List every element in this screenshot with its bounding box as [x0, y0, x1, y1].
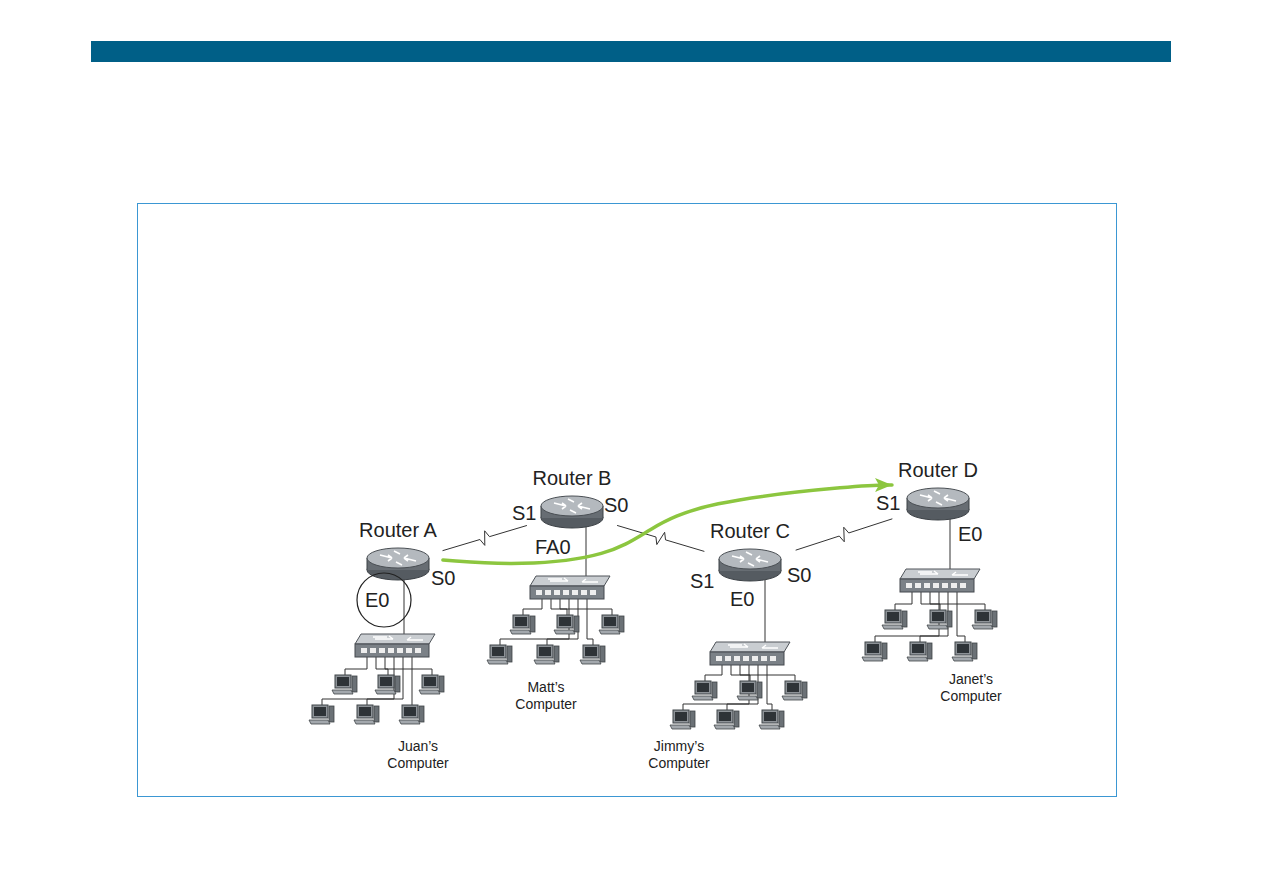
interface-label: S1 [876, 491, 900, 515]
computer-icon [375, 675, 400, 694]
computer-icon [332, 675, 357, 694]
interface-label: E0 [365, 588, 389, 612]
switch-icon [355, 634, 435, 657]
interface-label: S1 [512, 501, 536, 525]
computer-icon [580, 645, 605, 664]
computer-icon [862, 642, 887, 661]
computer-icon [487, 645, 512, 664]
router: Router B [527, 466, 618, 528]
computer-icon [670, 710, 695, 729]
router-icon [719, 549, 781, 581]
serial-link [617, 526, 704, 552]
computer-label: Janet’s Computer [931, 671, 1011, 705]
computer-label: Juan’s Computer [378, 738, 458, 772]
interface-label: S0 [787, 563, 811, 587]
router-icon-space [359, 542, 437, 580]
switch-icon [530, 576, 610, 599]
router: Router C [704, 519, 796, 581]
switch-icon [710, 642, 790, 665]
frame [138, 204, 1117, 797]
router-name: Router B [533, 466, 612, 490]
computer-icon [399, 705, 424, 724]
interface-label: S0 [431, 566, 455, 590]
computer-icon [952, 642, 977, 661]
computer-icon [510, 615, 535, 634]
computers [309, 610, 997, 729]
computer-icon [737, 681, 762, 700]
serial-link [796, 519, 892, 550]
interface-label: FA0 [535, 535, 571, 559]
computer-icon [927, 610, 952, 629]
router-name: Router C [710, 519, 790, 543]
router-icon-space [898, 482, 978, 520]
interface-label: S0 [604, 493, 628, 517]
computer-icon [599, 615, 624, 634]
computer-icon [692, 681, 717, 700]
router-icon [907, 488, 969, 520]
router-name: Router D [898, 458, 978, 482]
header-bar [91, 41, 1171, 62]
computer-icon [419, 675, 444, 694]
router: Router D [892, 458, 984, 520]
highlight-circle [357, 573, 411, 627]
router-name: Router A [359, 518, 437, 542]
computer-icon [759, 710, 784, 729]
interface-label: S1 [690, 569, 714, 593]
interface-label: E0 [730, 587, 754, 611]
router-icon-space [710, 543, 790, 581]
computer-icon [882, 610, 907, 629]
computer-icon [714, 710, 739, 729]
router-icon [367, 548, 429, 580]
switch-icon [900, 569, 980, 592]
cables [322, 592, 985, 710]
computer-icon [907, 642, 932, 661]
computer-icon [782, 681, 807, 700]
computer-label: Matt’s Computer [506, 679, 586, 713]
serial-link [443, 526, 527, 551]
interface-label: E0 [958, 522, 982, 546]
computer-icon [554, 615, 579, 634]
computer-icon [534, 645, 559, 664]
router-icon-space [533, 490, 612, 528]
computer-icon [309, 705, 334, 724]
router: Router A [353, 518, 443, 580]
computer-label: Jimmy’s Computer [639, 738, 719, 772]
router-icon [541, 496, 603, 528]
computer-icon [354, 705, 379, 724]
uplinks [404, 519, 950, 642]
computer-icon [972, 610, 997, 629]
path-arrow [443, 485, 892, 563]
